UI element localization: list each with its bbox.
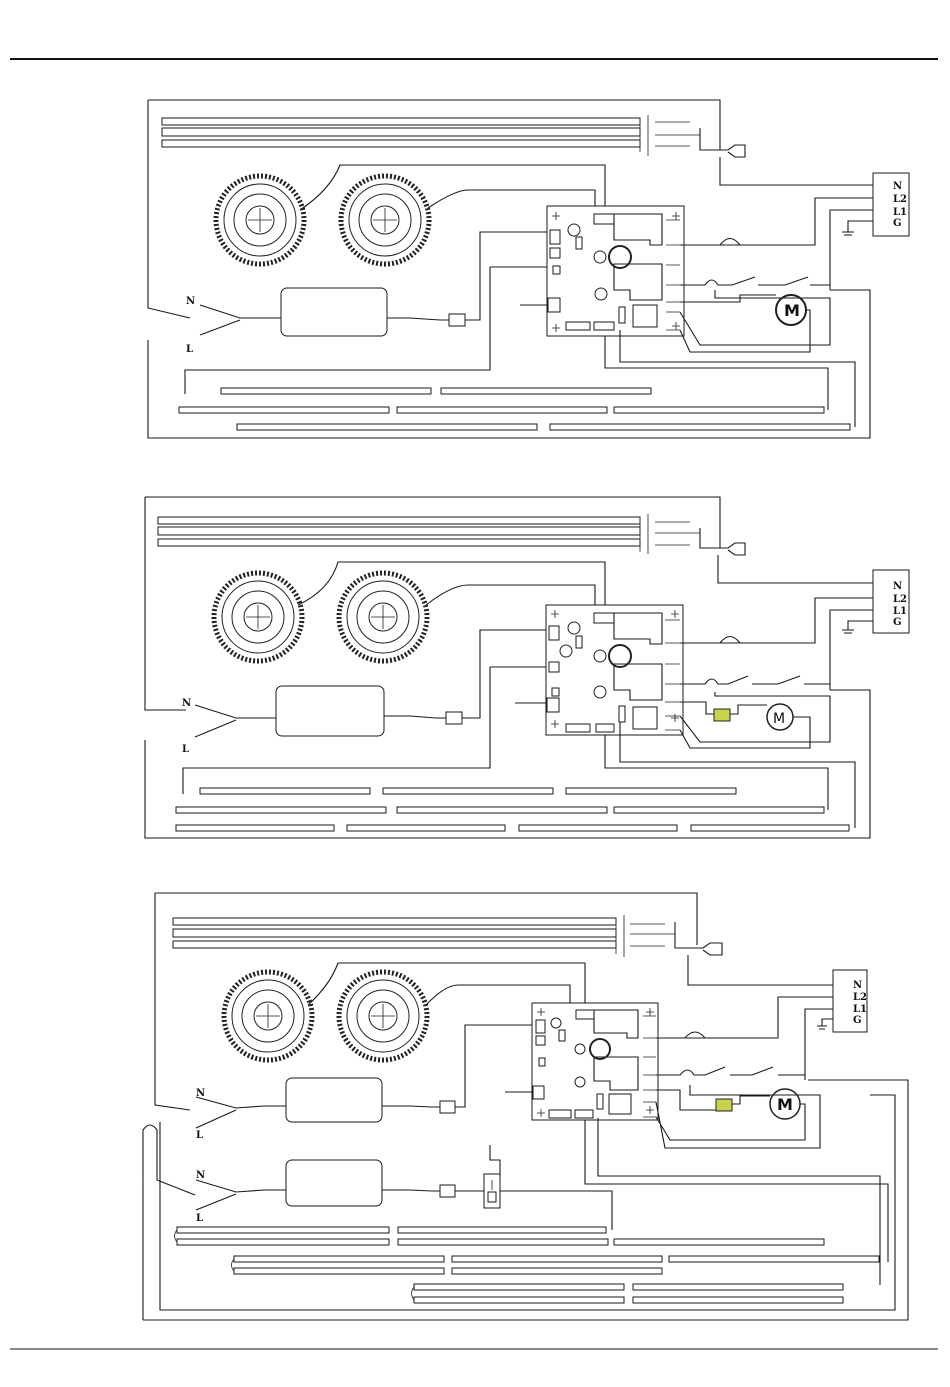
thermal-fuse-3 — [716, 1099, 732, 1111]
motor-3: M — [770, 1089, 800, 1119]
wire-n — [688, 955, 833, 985]
power-adapter-2: N L — [182, 630, 546, 755]
control-board-2 — [546, 605, 683, 735]
motor-wires — [680, 692, 830, 748]
diagram-1: N L2 L1 G — [148, 100, 909, 438]
terminal-block-2: N L2 L1 G — [873, 570, 909, 633]
fan-right — [339, 972, 427, 1060]
motor-2: M — [767, 704, 793, 730]
fan-left — [214, 573, 302, 661]
cord-label-l: L — [186, 344, 193, 355]
terminal-label-l1: L1 — [853, 1004, 867, 1015]
terminal-label-n: N — [893, 181, 902, 192]
cord-label-n: N — [182, 698, 191, 709]
power-adapter-3b: N L — [196, 1160, 484, 1224]
diagram-3: N L2 L1 G — [143, 893, 908, 1320]
cord-label-n: N — [196, 1088, 205, 1099]
terminal-label-l2: L2 — [893, 594, 907, 605]
terminal-label-l2: L2 — [853, 992, 867, 1003]
cord-label-l-2: L — [196, 1213, 203, 1224]
outer-loop-wire — [148, 100, 870, 438]
cord-label-l: L — [196, 1130, 203, 1141]
power-adapter-3a: N L — [196, 1025, 532, 1141]
door-switches — [656, 1067, 805, 1075]
wire-connector — [675, 922, 722, 955]
terminal-label-g: G — [893, 218, 902, 229]
supply-wires — [700, 198, 873, 290]
led-strips-lower-2 — [176, 788, 849, 831]
door-switches — [680, 277, 830, 285]
thermal-fuse-2 — [714, 709, 730, 721]
cord-label-n: N — [186, 296, 195, 307]
led-bar-top — [158, 514, 700, 554]
fan-left — [216, 176, 304, 264]
motor-label: M — [784, 301, 800, 320]
terminal-label-g: G — [853, 1015, 862, 1026]
terminal-label-n: N — [853, 980, 862, 991]
cord-label-n-2: N — [196, 1170, 205, 1181]
board-l2-wire — [680, 239, 810, 246]
terminal-label-l1: L1 — [893, 606, 907, 617]
supply-wires — [700, 598, 873, 690]
board-l2-wire — [680, 637, 810, 644]
fan-right — [339, 573, 427, 661]
board-l2-wire — [656, 1032, 778, 1038]
terminal-label-l2: L2 — [893, 194, 907, 205]
wire-n — [720, 157, 873, 185]
door-switches — [680, 676, 830, 684]
control-board-1 — [547, 206, 684, 336]
inline-switch-3 — [484, 1174, 500, 1208]
motor-label: M — [777, 1095, 793, 1114]
cord-label-l: L — [182, 744, 189, 755]
led-bar-top — [173, 915, 675, 957]
wire-connector — [700, 528, 745, 555]
motor-1: M — [776, 295, 806, 325]
terminal-block-1: N L2 L1 G — [873, 173, 909, 236]
diagram-2: N L2 L1 G — [145, 497, 909, 838]
fan-right — [341, 176, 429, 264]
motor-wires — [680, 290, 830, 352]
led-strips-lower-3 — [175, 1227, 880, 1303]
motor-wires — [656, 1085, 820, 1148]
led-bar-top — [162, 115, 700, 156]
terminal-label-g: G — [893, 617, 902, 628]
motor-label: M — [773, 711, 785, 727]
control-board-3 — [532, 1003, 658, 1120]
terminal-label-n: N — [893, 581, 902, 592]
wire-connector — [700, 128, 745, 157]
terminal-label-l1: L1 — [893, 207, 907, 218]
wire-n — [718, 555, 873, 583]
terminal-block-3: N L2 L1 G — [833, 970, 867, 1032]
led-strips-lower-1 — [179, 388, 850, 430]
fan-left — [224, 972, 312, 1060]
